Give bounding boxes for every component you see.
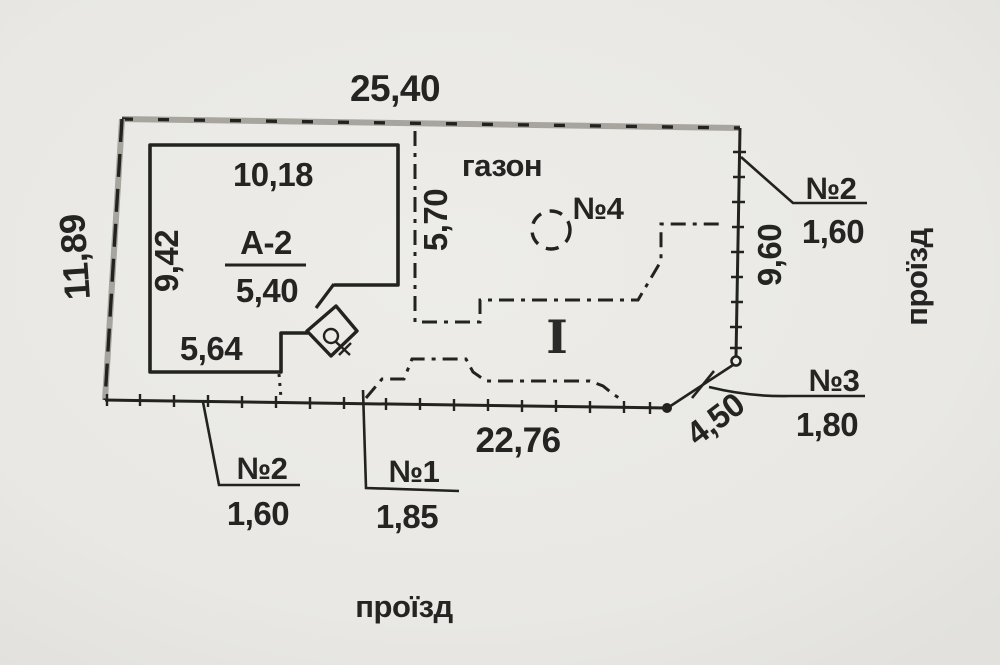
dimension-top: 25,40 <box>350 68 440 109</box>
porch-outline <box>305 304 359 358</box>
marker-n1-value: 1,85 <box>376 498 438 535</box>
porch-symbol-circle <box>322 327 340 345</box>
fence-left-dashes <box>103 118 124 401</box>
marker-n3-label: №3 <box>809 363 860 398</box>
marker-n2-right-label: №2 <box>806 171 857 206</box>
building-dim-bottom: 5,64 <box>180 330 243 367</box>
marker-n1-leader <box>361 389 460 493</box>
plot-boundary <box>102 116 746 414</box>
annotations: 25,40 11,89 22,76 9,60 4,50 10,18 9,42 А… <box>51 68 934 624</box>
lawn-label: газон <box>462 148 542 183</box>
dimension-left: 11,89 <box>51 213 98 301</box>
marker-n1-label: №1 <box>389 454 440 489</box>
corner-point-dot <box>662 403 672 413</box>
well-symbol-circle <box>530 209 572 251</box>
zone-numeral: I <box>546 310 568 364</box>
building-litera: А-2 <box>240 224 292 261</box>
lawn-boundary-upper <box>413 131 724 324</box>
building-to-boundary-tie <box>277 373 283 399</box>
building <box>148 143 400 374</box>
marker-n3-leader <box>708 385 865 398</box>
road-label-bottom: проїзд <box>355 589 453 624</box>
landscaping-lines <box>277 131 724 402</box>
boundary-bottom-ticks <box>105 394 652 414</box>
building-dim-left: 9,42 <box>148 230 185 292</box>
corner-point-circle <box>730 355 742 367</box>
boundary-right-ticks <box>730 150 746 350</box>
building-outline <box>148 143 400 374</box>
marker-n2-bottom-value: 1,60 <box>227 495 289 532</box>
marker-n2-bottom-label: №2 <box>237 451 288 486</box>
building-dim-top: 10,18 <box>233 156 313 193</box>
paved-area-boundary <box>364 357 623 402</box>
road-label-right: проїзд <box>899 227 934 325</box>
survey-cross-mark <box>690 370 716 399</box>
porch-symbol-tail <box>335 341 352 356</box>
boundary-right-line <box>734 127 742 358</box>
marker-n4-label: №4 <box>573 191 625 226</box>
building-height-mark: 5,40 <box>236 272 298 309</box>
marker-n2-right-leader <box>740 156 867 205</box>
dimension-bottom: 22,76 <box>475 421 560 460</box>
marker-n2-bottom-leader <box>201 401 300 487</box>
building-step-diagonal <box>314 283 336 309</box>
marker-n3-value: 1,80 <box>796 406 858 443</box>
dimension-right: 9,60 <box>751 224 788 286</box>
fence-top-band <box>121 116 741 131</box>
marker-n2-right-value: 1,60 <box>802 213 864 250</box>
lawn-offset-dim: 5,70 <box>417 189 454 251</box>
